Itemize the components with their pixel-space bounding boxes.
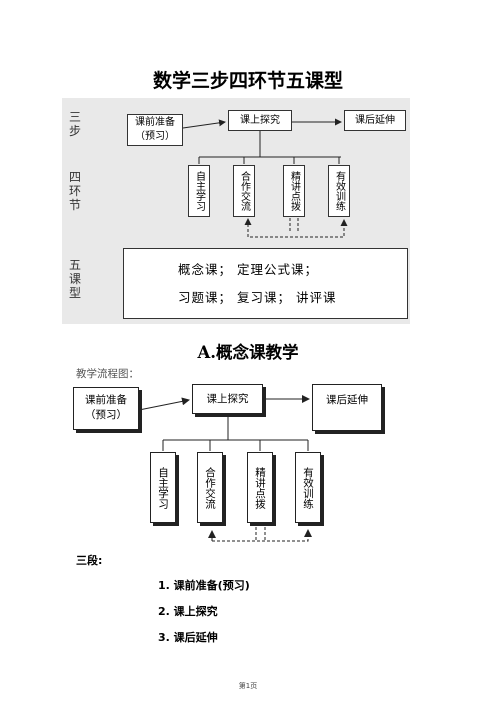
three-stages-label: 三段:: [76, 554, 103, 567]
five-types-line-1: 概念课； 定理公式课；: [178, 262, 318, 277]
page-title: 数学三步四环节五课型: [152, 70, 343, 92]
d2-step-after-class-box: 课后延伸: [312, 384, 382, 431]
d2-step-in-class-label: 课上探究: [206, 393, 249, 405]
section-a-title: A.概念课教学: [197, 343, 299, 362]
stage-item-1: 1. 课前准备(预习): [158, 579, 250, 592]
stage-item-2: 2. 课上探究: [158, 605, 218, 618]
link-effective-training: 有效训练: [328, 165, 350, 217]
five-types-box: 概念课； 定理公式课； 习题课； 复习课； 讲评课: [123, 248, 408, 319]
step-in-class-box: 课上探究: [228, 110, 292, 131]
d2-step-after-class-label: 课后延伸: [326, 394, 368, 406]
d2-link-self-study: 自主学习: [150, 452, 176, 523]
link-lecture-guidance: 精讲点拨: [283, 165, 305, 217]
d2-link-effective-training: 有效训练: [295, 452, 321, 523]
step-pre-class-box: 课前准备 （预习）: [127, 114, 183, 146]
five-types-line-2: 习题课； 复习课； 讲评课: [178, 290, 337, 305]
d2-step-pre-class-box: 课前准备 （预习）: [73, 387, 139, 430]
side-label-three-steps: 三步: [68, 110, 81, 138]
step-pre-class-sub: （预习）: [135, 131, 175, 142]
step-after-class-box: 课后延伸: [344, 110, 406, 131]
diagram1-connectors: [182, 118, 348, 238]
d2-step-pre-class-sub: （预习）: [85, 409, 127, 421]
overview-diagram: 三步 四环节 五课型 课前准备 （预习） 课上探究 课后延伸 自主学习 合作交流…: [62, 98, 410, 324]
link-self-study: 自主学习: [188, 165, 210, 217]
side-label-five-types: 五课型: [68, 258, 81, 300]
step-pre-class-label: 课前准备: [135, 117, 175, 128]
step-in-class-label: 课上探究: [240, 115, 280, 126]
stages-list: 1. 课前准备(预习) 2. 课上探究 3. 课后延伸: [158, 578, 250, 656]
flow-chart-label: 教学流程图：: [76, 368, 139, 380]
d2-step-pre-class-label: 课前准备: [85, 394, 127, 406]
d2-link-cooperation: 合作交流: [197, 452, 223, 523]
d2-link-lecture-guidance: 精讲点拨: [247, 452, 273, 523]
side-label-four-links: 四环节: [68, 170, 81, 212]
page-number: 第1页: [238, 682, 258, 690]
stage-item-3: 3. 课后延伸: [158, 631, 218, 644]
link-cooperation: 合作交流: [233, 165, 255, 217]
step-after-class-label: 课后延伸: [355, 115, 395, 126]
d2-step-in-class-box: 课上探究: [192, 384, 263, 414]
